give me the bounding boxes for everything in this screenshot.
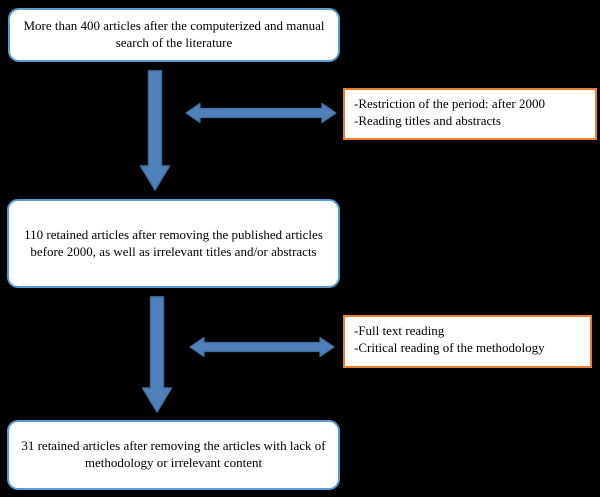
flow-node-text: 31 retained articles after removing the …: [21, 438, 326, 470]
double-arrow-icon-2: [189, 336, 335, 358]
side-note-screening-criteria-2: -Full text reading -Critical reading of …: [343, 315, 592, 368]
side-note-line: -Reading titles and abstracts: [354, 113, 501, 129]
down-arrow-icon-2: [141, 296, 173, 413]
side-note-screening-criteria-1: -Restriction of the period: after 2000 -…: [343, 88, 597, 140]
side-note-line: -Restriction of the period: after 2000: [354, 96, 545, 111]
double-arrow-icon-1: [185, 102, 337, 124]
flow-node-final-selection: 31 retained articles after removing the …: [7, 420, 340, 490]
flow-node-text: 110 retained articles after removing the…: [24, 226, 323, 259]
side-note-line: -Full text reading: [354, 323, 445, 338]
down-arrow-icon-1: [139, 70, 171, 191]
side-note-line: -Critical reading of the methodology: [354, 340, 545, 356]
flow-node-search-results: More than 400 articles after the compute…: [8, 8, 340, 62]
flow-node-text: More than 400 articles after the compute…: [23, 18, 325, 50]
flow-node-first-screening: 110 retained articles after removing the…: [7, 199, 340, 288]
